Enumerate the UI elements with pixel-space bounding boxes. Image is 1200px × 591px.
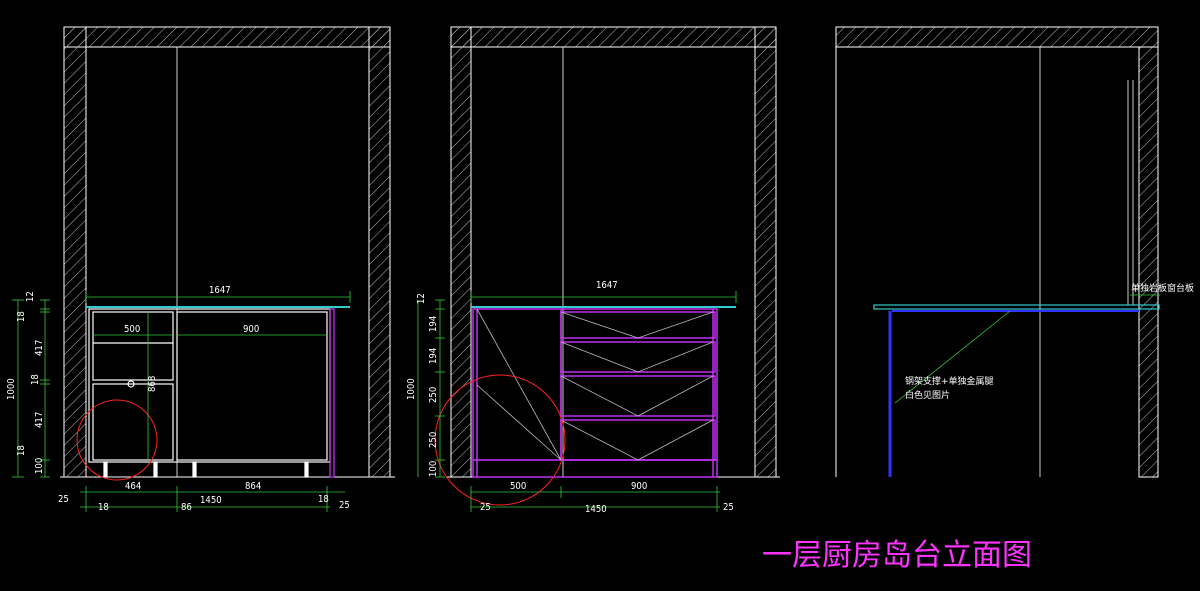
dim-m-b-1450: 1450 xyxy=(585,504,607,515)
dim-m-top-width: 1647 xyxy=(596,280,618,291)
dim-b1-864: 864 xyxy=(245,481,261,492)
drawing-title: 一层厨房岛台立面图 xyxy=(762,538,1032,573)
wall-left-view xyxy=(60,26,395,478)
dimension-labels-left: 1647 500 900 868 12 18 417 18 417 18 100… xyxy=(6,285,350,513)
dim-m-section-1: 500 xyxy=(510,481,526,492)
dim-b1-25r: 25 xyxy=(339,500,350,511)
cabinet-middle-view xyxy=(472,308,718,478)
dim-b2-1450: 1450 xyxy=(200,495,222,506)
label-counter: 单独岩板窗台板 xyxy=(1131,282,1194,294)
dim-b2-18: 18 xyxy=(98,502,109,513)
dim-m-v-250a: 250 xyxy=(428,387,439,403)
label-leg-1: 钢架支撑+单独金属腿 xyxy=(905,375,994,387)
marker-circle xyxy=(76,399,158,481)
dim-top-width: 1647 xyxy=(209,285,231,296)
counter-top-right xyxy=(873,304,1160,310)
dim-m-v-194b: 194 xyxy=(428,348,439,364)
wall-right-view xyxy=(835,26,1159,478)
dim-m-v-194a: 194 xyxy=(428,316,439,332)
dim-m-total-height: 1000 xyxy=(406,378,417,400)
dim-m-v-12: 12 xyxy=(416,293,427,304)
cabinet-left-view xyxy=(88,308,335,478)
dim-v-100: 100 xyxy=(34,458,45,474)
dim-m-b-25r: 25 xyxy=(723,502,734,513)
leader-line xyxy=(894,310,1011,404)
dim-m-b-25l: 25 xyxy=(480,502,491,513)
dim-m-v-250b: 250 xyxy=(428,432,439,448)
dim-total-height: 1000 xyxy=(6,378,17,400)
dim-m-v-100: 100 xyxy=(428,461,439,477)
dim-section-1: 500 xyxy=(124,324,140,335)
dimensions-middle xyxy=(417,291,737,512)
dim-v-18c: 18 xyxy=(16,445,27,456)
dim-v-12: 12 xyxy=(25,291,36,302)
right-elevation: 单独岩板窗台板 钢架支撑+单独金属腿 白色见图片 xyxy=(835,26,1194,478)
dim-b2-86: 86 xyxy=(181,502,192,513)
dim-v-18a: 18 xyxy=(16,311,27,322)
dim-b1-18: 18 xyxy=(318,494,329,505)
dim-section-2: 900 xyxy=(243,324,259,335)
label-leg-2: 白色见图片 xyxy=(905,389,950,401)
middle-elevation: 1647 12 194 194 250 250 100 1000 500 900… xyxy=(406,26,780,515)
dim-b1-464: 464 xyxy=(125,481,141,492)
dim-v-417a: 417 xyxy=(34,340,45,356)
dim-v-18b: 18 xyxy=(30,374,41,385)
dim-m-section-2: 900 xyxy=(631,481,647,492)
dim-v-417b: 417 xyxy=(34,412,45,428)
left-elevation: 1647 500 900 868 12 18 417 18 417 18 100… xyxy=(6,26,395,513)
dimension-labels-middle: 1647 12 194 194 250 250 100 1000 500 900… xyxy=(406,280,734,515)
dim-b1-25: 25 xyxy=(58,494,69,505)
marker-circle-middle xyxy=(434,374,566,506)
door-swing-lines xyxy=(476,308,714,461)
dim-inner-height: 868 xyxy=(147,376,158,392)
wall-middle-view xyxy=(446,26,780,478)
dimensions-left xyxy=(12,291,351,512)
